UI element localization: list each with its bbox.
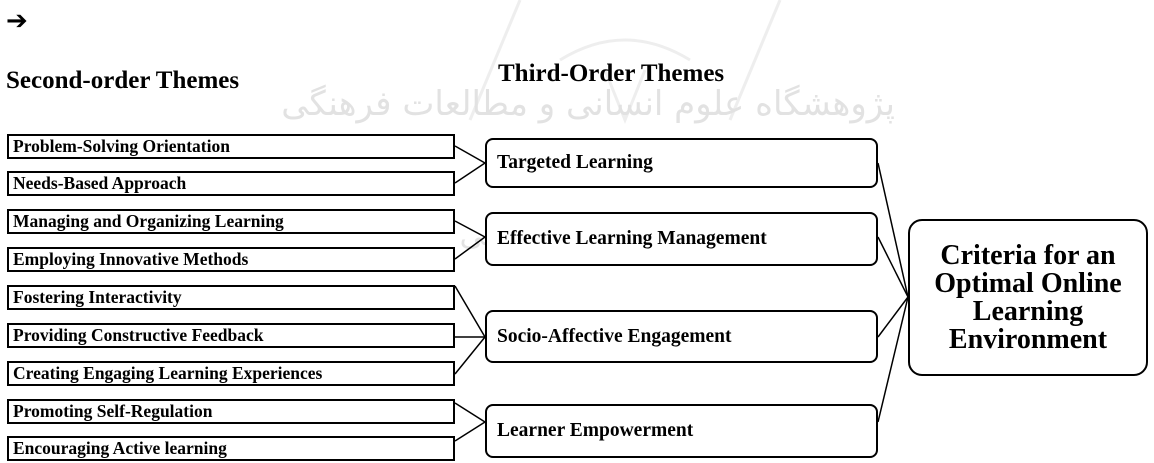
- third-order-theme: Targeted Learning: [485, 138, 878, 188]
- second-order-theme: Promoting Self-Regulation: [7, 399, 455, 424]
- final-theme-box: Criteria for an Optimal Online Learning …: [908, 219, 1148, 376]
- connector-line: [454, 145, 486, 164]
- second-order-theme: Problem-Solving Orientation: [7, 134, 455, 159]
- connector-line: [877, 162, 909, 298]
- third-order-theme: Socio-Affective Engagement: [485, 310, 878, 363]
- connector-line: [877, 296, 909, 338]
- connector-line: [454, 162, 486, 184]
- connector-line: [877, 296, 909, 423]
- second-order-theme: Employing Innovative Methods: [7, 247, 455, 272]
- second-order-theme: Needs-Based Approach: [7, 171, 455, 196]
- connector-line: [454, 220, 486, 238]
- connector-line: [454, 236, 486, 260]
- second-order-theme: Providing Constructive Feedback: [7, 323, 455, 348]
- connector-line: [877, 236, 909, 298]
- second-order-theme: Creating Engaging Learning Experiences: [7, 361, 455, 386]
- right-arrow-icon: ➔: [6, 6, 28, 36]
- connector-line: [454, 421, 486, 442]
- connector-line: [454, 285, 486, 338]
- second-order-theme: Fostering Interactivity: [7, 285, 455, 310]
- connector-line: [454, 336, 486, 375]
- third-order-header: Third-Order Themes: [498, 60, 725, 87]
- second-order-header: Second-order Themes: [6, 67, 240, 94]
- third-order-theme: Learner Empowerment: [485, 404, 878, 458]
- third-order-theme: Effective Learning Management: [485, 212, 878, 266]
- final-theme-label: Criteria for an Optimal Online Learning …: [934, 239, 1122, 355]
- second-order-theme: Encouraging Active learning: [7, 436, 455, 461]
- connector-line: [454, 402, 486, 423]
- second-order-theme: Managing and Organizing Learning: [7, 209, 455, 234]
